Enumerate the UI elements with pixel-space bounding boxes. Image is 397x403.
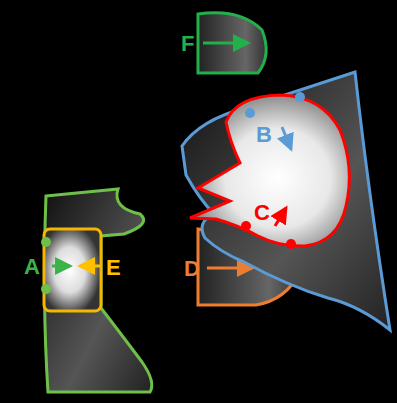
region-letter: D (184, 258, 200, 280)
region-letter: F (181, 33, 194, 55)
region-letter: B (256, 124, 272, 146)
region-letter: A (24, 256, 40, 278)
region-letter: C (254, 202, 270, 224)
region-letter: E (106, 257, 121, 279)
